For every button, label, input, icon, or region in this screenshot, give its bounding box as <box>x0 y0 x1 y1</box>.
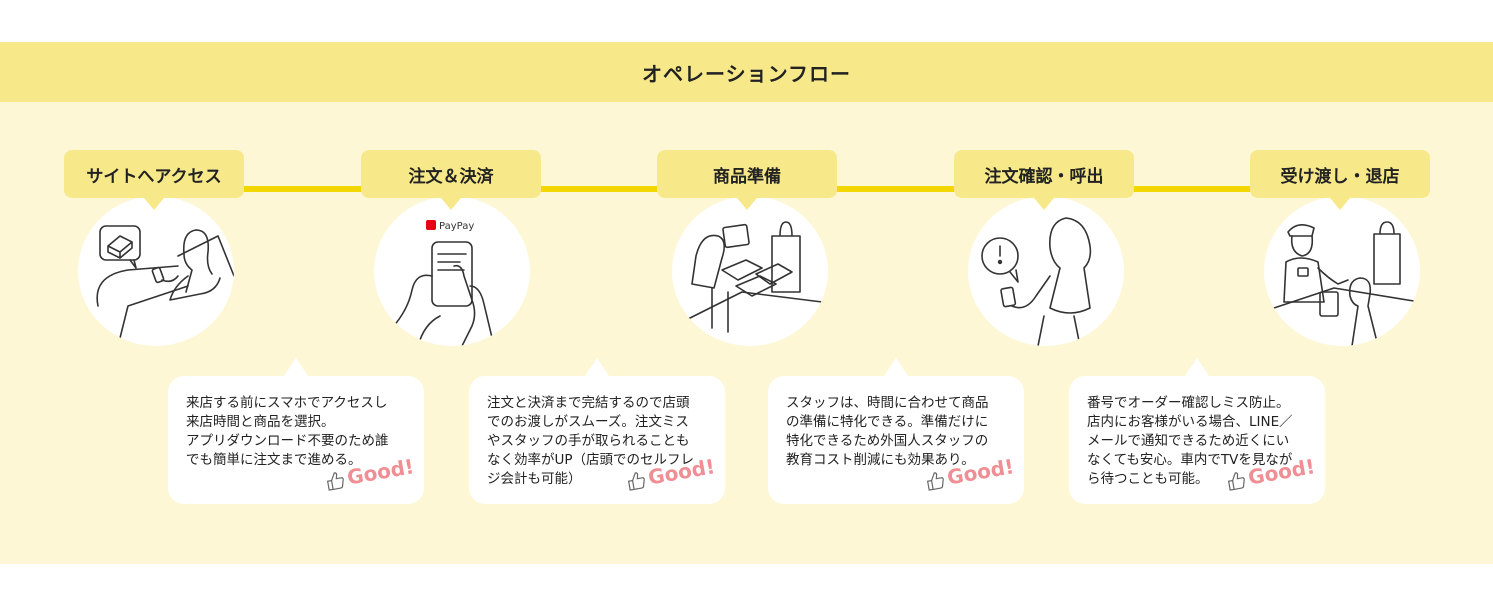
step-tab-order-payment: 注文＆決済 <box>361 150 541 210</box>
paypay-logo-icon <box>426 220 436 230</box>
staff-preparing-products-icon <box>672 196 828 346</box>
person-with-phone-on-sofa-icon <box>78 196 234 346</box>
step-label: 商品準備 <box>713 166 781 187</box>
step-tab-product-preparation: 商品準備 <box>657 150 837 210</box>
paypay-logo-text: PayPay <box>439 221 474 232</box>
good-badge: Good! <box>1222 454 1316 493</box>
customer-notification-icon <box>968 196 1124 346</box>
thumbs-up-hand-icon <box>326 472 344 491</box>
step-description-bubble: スタッフは、時間に合わせて商品 の準備に特化できる。準備だけに 特化できるため外… <box>768 358 1024 504</box>
step-description-bubble: 来店する前にスマホでアクセスし 来店時間と商品を選択。 アプリダウンロード不要の… <box>168 358 424 504</box>
step-description-bubble: 番号でオーダー確認しミス防止。 店内にお客様がいる場合、LINE／ メールで通知… <box>1069 358 1325 504</box>
header-band: オペレーションフロー <box>0 42 1493 102</box>
good-badge: Good! <box>321 454 415 493</box>
step-description: 注文と決済まで完結するので店頭 でのお渡しがスムーズ。注文ミス やスタッフの手が… <box>487 395 695 487</box>
step-label: 受け渡し・退店 <box>1280 166 1400 187</box>
step-tab-order-confirm-call: 注文確認・呼出 <box>954 150 1134 210</box>
step-description-bubble: 注文と決済まで完結するので店頭 でのお渡しがスムーズ。注文ミス やスタッフの手が… <box>469 358 725 504</box>
thumbs-up-hand-icon <box>627 472 645 491</box>
good-badge: Good! <box>622 454 716 493</box>
thumbs-up-hand-icon <box>926 472 944 491</box>
good-badge: Good! <box>921 454 1015 493</box>
step-description: 番号でオーダー確認しミス防止。 店内にお客様がいる場合、LINE／ メールで通知… <box>1087 395 1293 487</box>
handover-at-counter-icon <box>1264 196 1420 346</box>
step-tab-site-access: サイトへアクセス <box>64 150 244 210</box>
page-title: オペレーションフロー <box>642 61 851 86</box>
step-label: 注文＆決済 <box>408 166 494 187</box>
step-description: 来店する前にスマホでアクセスし 来店時間と商品を選択。 アプリダウンロード不要の… <box>186 395 389 468</box>
step-label: サイトへアクセス <box>86 166 222 187</box>
step-label: 注文確認・呼出 <box>984 166 1104 187</box>
step-tab-handover-exit: 受け渡し・退店 <box>1250 150 1430 210</box>
paypay-phone-payment-icon: PayPay <box>374 196 530 346</box>
step-description: スタッフは、時間に合わせて商品 の準備に特化できる。準備だけに 特化できるため外… <box>786 395 989 468</box>
thumbs-up-hand-icon <box>1227 472 1245 491</box>
